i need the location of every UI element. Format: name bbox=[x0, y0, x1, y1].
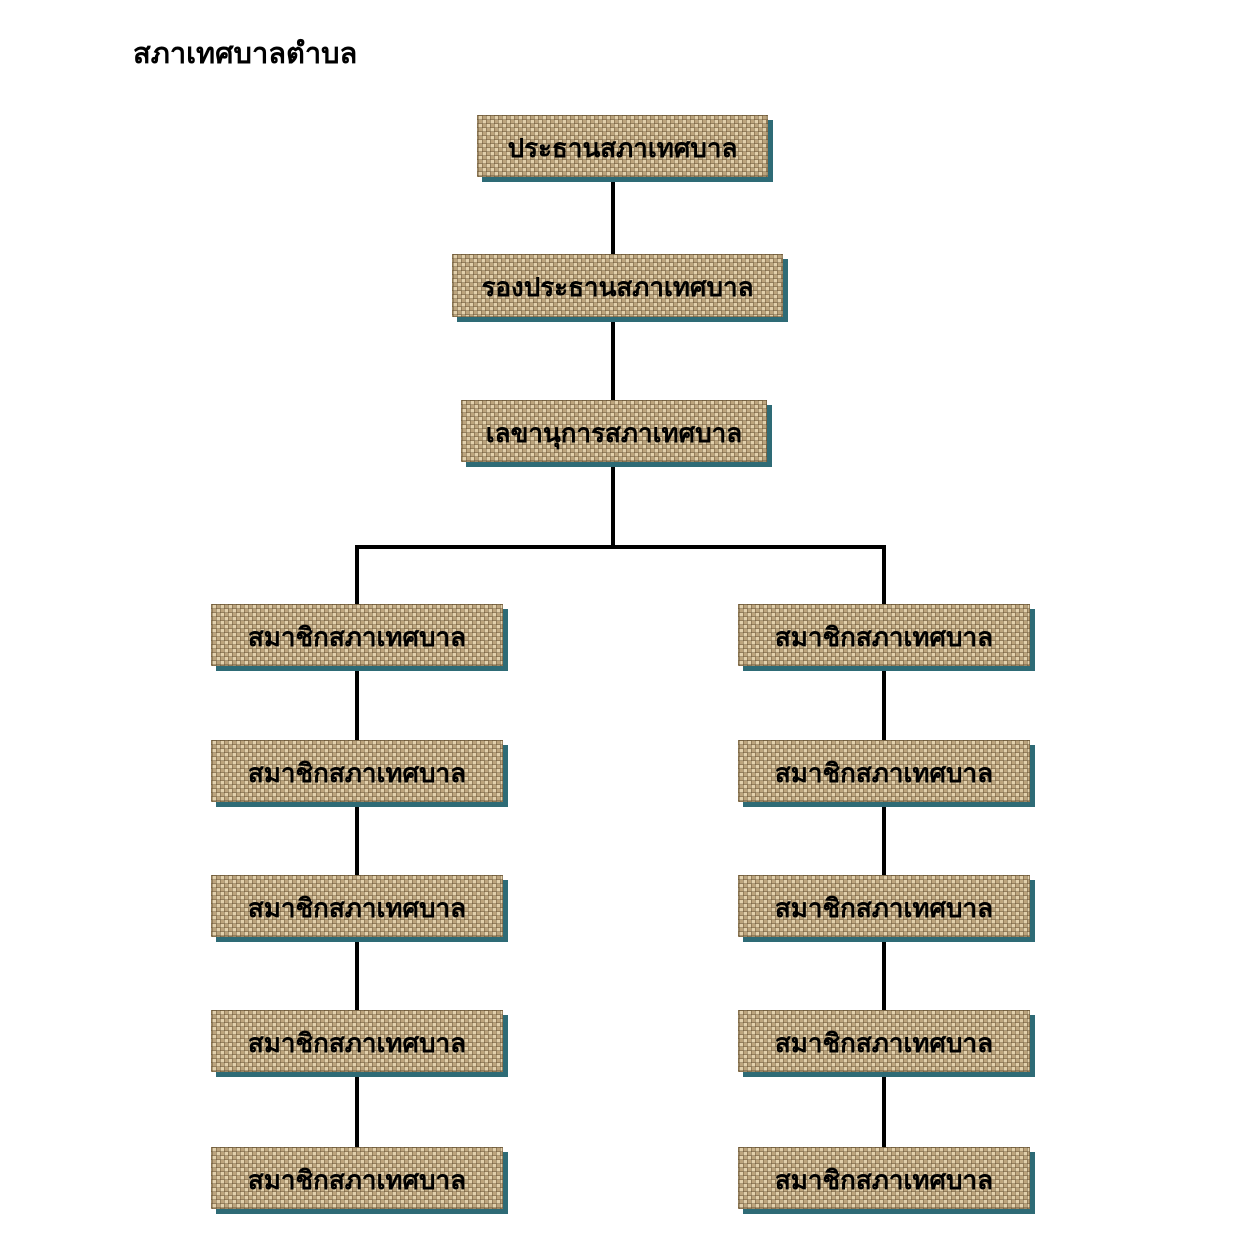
node-council-chairman-label: ประธานสภาเทศบาล bbox=[507, 133, 738, 164]
node-council-vice-chairman-label: รองประธานสภาเทศบาล bbox=[481, 273, 754, 303]
connector-right-column bbox=[882, 545, 886, 1209]
page-title: สภาเทศบาลตำบล bbox=[133, 36, 358, 70]
connector-vice-to-secretary bbox=[611, 316, 615, 402]
connector-left-column bbox=[355, 545, 359, 1209]
node-member-left-3-label: สมาชิกสภาเทศบาล bbox=[247, 893, 467, 924]
node-member-right-5-label: สมาชิกสภาเทศบาล bbox=[774, 1165, 994, 1196]
node-council-secretary-label: เลขานุการสภาเทศบาล bbox=[485, 418, 743, 449]
node-council-secretary: เลขานุการสภาเทศบาล bbox=[461, 400, 767, 462]
node-member-right-2-label: สมาชิกสภาเทศบาล bbox=[774, 758, 994, 789]
node-member-right-3-label: สมาชิกสภาเทศบาล bbox=[774, 893, 994, 924]
node-member-left-2-label: สมาชิกสภาเทศบาล bbox=[247, 758, 467, 789]
node-member-right-5: สมาชิกสภาเทศบาล bbox=[738, 1147, 1030, 1209]
node-member-right-4-label: สมาชิกสภาเทศบาล bbox=[774, 1028, 994, 1059]
node-member-left-4-label: สมาชิกสภาเทศบาล bbox=[247, 1028, 467, 1059]
connector-secretary-to-branch bbox=[611, 461, 615, 547]
node-member-left-4: สมาชิกสภาเทศบาล bbox=[211, 1010, 503, 1072]
node-member-right-2: สมาชิกสภาเทศบาล bbox=[738, 740, 1030, 802]
node-member-left-1: สมาชิกสภาเทศบาล bbox=[211, 604, 503, 666]
node-member-right-1-label: สมาชิกสภาเทศบาล bbox=[774, 622, 994, 653]
node-council-chairman: ประธานสภาเทศบาล bbox=[477, 115, 768, 177]
node-member-left-1-label: สมาชิกสภาเทศบาล bbox=[247, 622, 467, 653]
connector-chairman-to-vice bbox=[611, 177, 615, 256]
node-member-right-3: สมาชิกสภาเทศบาล bbox=[738, 875, 1030, 937]
node-member-left-3: สมาชิกสภาเทศบาล bbox=[211, 875, 503, 937]
node-member-left-2: สมาชิกสภาเทศบาล bbox=[211, 740, 503, 802]
node-member-right-1: สมาชิกสภาเทศบาล bbox=[738, 604, 1030, 666]
node-member-left-5: สมาชิกสภาเทศบาล bbox=[211, 1147, 503, 1209]
node-member-left-5-label: สมาชิกสภาเทศบาล bbox=[247, 1165, 467, 1196]
node-council-vice-chairman: รองประธานสภาเทศบาล bbox=[452, 254, 783, 317]
connector-branch-horizontal bbox=[355, 545, 886, 549]
node-member-right-4: สมาชิกสภาเทศบาล bbox=[738, 1010, 1030, 1072]
